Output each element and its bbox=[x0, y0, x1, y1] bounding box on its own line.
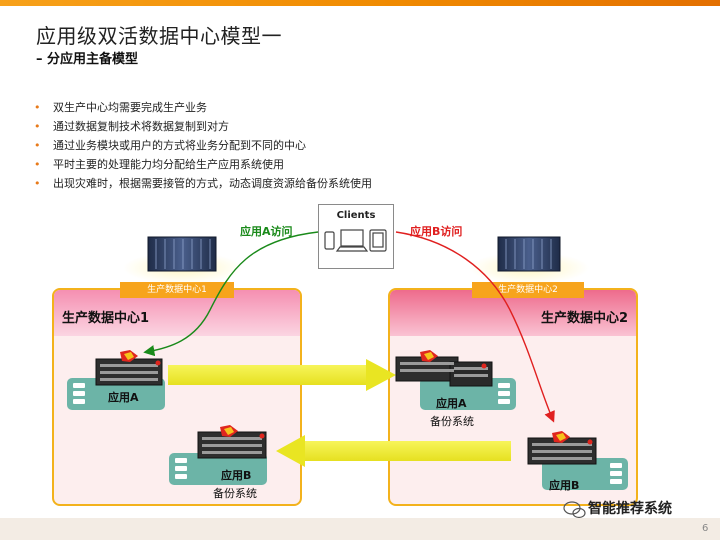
page-title: 应用级双活数据中心模型一 bbox=[36, 24, 282, 48]
access-b-label: 应用B访问 bbox=[410, 225, 463, 238]
app-tile-dc1-a bbox=[67, 378, 165, 410]
bullet-item: 平时主要的处理能力均分配给生产应用系统使用 bbox=[34, 155, 372, 174]
server-dc2-a-icon bbox=[395, 350, 493, 387]
datacenter-2-name: 生产数据中心2 bbox=[540, 311, 628, 326]
bullet-item: 出现灾难时，根据需要接管的方式，动态调度资源给备份系统使用 bbox=[34, 174, 372, 193]
replication-arrow-left bbox=[276, 435, 511, 467]
page-number: 6 bbox=[702, 523, 709, 534]
app-tile-dc1-b bbox=[169, 453, 267, 485]
tablet-icon bbox=[369, 229, 387, 252]
bullet-item: 通过业务模块或用户的方式将业务分配到不同的中心 bbox=[34, 136, 372, 155]
clients-box: Clients bbox=[318, 204, 394, 269]
dc2-app-b-label: 应用B bbox=[549, 479, 580, 492]
access-arrow-b bbox=[395, 231, 555, 423]
app-tile-dc2-b bbox=[542, 458, 628, 490]
replication-arrow-right bbox=[168, 359, 396, 391]
server-rack-dc1-icon bbox=[123, 236, 243, 284]
dc1-app-a-label: 应用A bbox=[108, 391, 139, 404]
server-dc2-b-icon bbox=[527, 431, 597, 465]
bullet-item: 双生产中心均需要完成生产业务 bbox=[34, 98, 372, 117]
chat-bubble-icon bbox=[563, 501, 586, 519]
server-dc1-b-icon bbox=[197, 425, 267, 459]
server-rack-dc2-icon bbox=[469, 236, 589, 284]
bullet-list: 双生产中心均需要完成生产业务 通过数据复制技术将数据复制到对方 通过业务模块或用… bbox=[34, 98, 372, 193]
access-a-label: 应用A访问 bbox=[240, 225, 293, 238]
access-arrow-a bbox=[143, 231, 319, 357]
dc2-app-a-label: 应用A bbox=[436, 397, 467, 410]
footer-bar bbox=[0, 518, 720, 540]
dc2-backup-label: 备份系统 bbox=[430, 415, 474, 428]
bullet-item: 通过数据复制技术将数据复制到对方 bbox=[34, 117, 372, 136]
page-subtitle: – 分应用主备模型 bbox=[36, 52, 139, 67]
phone-icon bbox=[324, 231, 335, 250]
footer-brand: 智能推荐系统 bbox=[588, 501, 672, 517]
dc1-backup-label: 备份系统 bbox=[213, 487, 257, 500]
server-dc1-a-icon bbox=[95, 350, 163, 386]
clients-label: Clients bbox=[336, 210, 376, 221]
top-accent-bar bbox=[0, 0, 720, 6]
dc1-app-b-label: 应用B bbox=[221, 469, 252, 482]
laptop-icon bbox=[335, 229, 369, 252]
datacenter-1-tab: 生产数据中心1 bbox=[120, 282, 234, 298]
datacenter-1-name: 生产数据中心1 bbox=[62, 311, 150, 326]
